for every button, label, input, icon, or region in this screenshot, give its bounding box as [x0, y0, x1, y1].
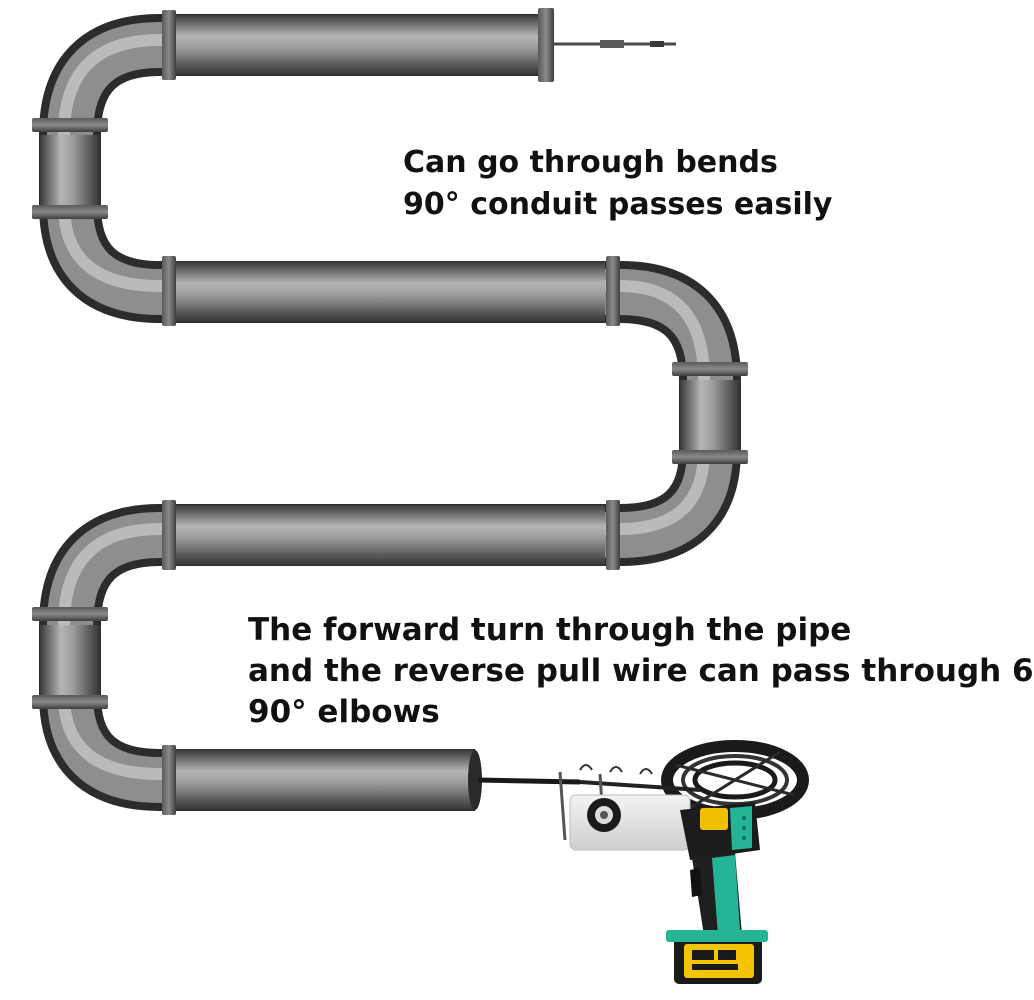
caption-elbows: The forward turn through the pipe and th… — [248, 610, 1034, 733]
coupling — [32, 607, 108, 621]
coupling — [32, 205, 108, 219]
coupling — [162, 256, 176, 326]
coupling — [162, 500, 176, 570]
coupling — [162, 10, 176, 80]
coupling — [672, 450, 748, 464]
coupling — [538, 8, 554, 82]
coupling — [606, 256, 620, 326]
caption-elbows-line3: 90° elbows — [248, 694, 440, 730]
caption-bends-line2: 90° conduit passes easily — [403, 187, 833, 222]
coupling — [606, 500, 620, 570]
coupling — [672, 362, 748, 376]
pipe-couplings — [32, 8, 748, 815]
caption-bends-line1: Can go through bends — [403, 145, 778, 180]
coupling — [32, 118, 108, 132]
fish-tape-tool — [477, 740, 809, 984]
caption-bends: Can go through bends 90° conduit passes … — [403, 142, 833, 226]
pipe-illustration — [32, 8, 809, 984]
battery-pack — [666, 930, 768, 984]
caption-elbows-line1: The forward turn through the pipe — [248, 612, 852, 648]
coupling — [32, 695, 108, 709]
caption-elbows-line2: and the reverse pull wire can pass throu… — [248, 653, 1034, 689]
coupling — [162, 745, 176, 815]
fish-wire-tip — [554, 40, 676, 48]
conduit-pipe — [39, 14, 741, 811]
